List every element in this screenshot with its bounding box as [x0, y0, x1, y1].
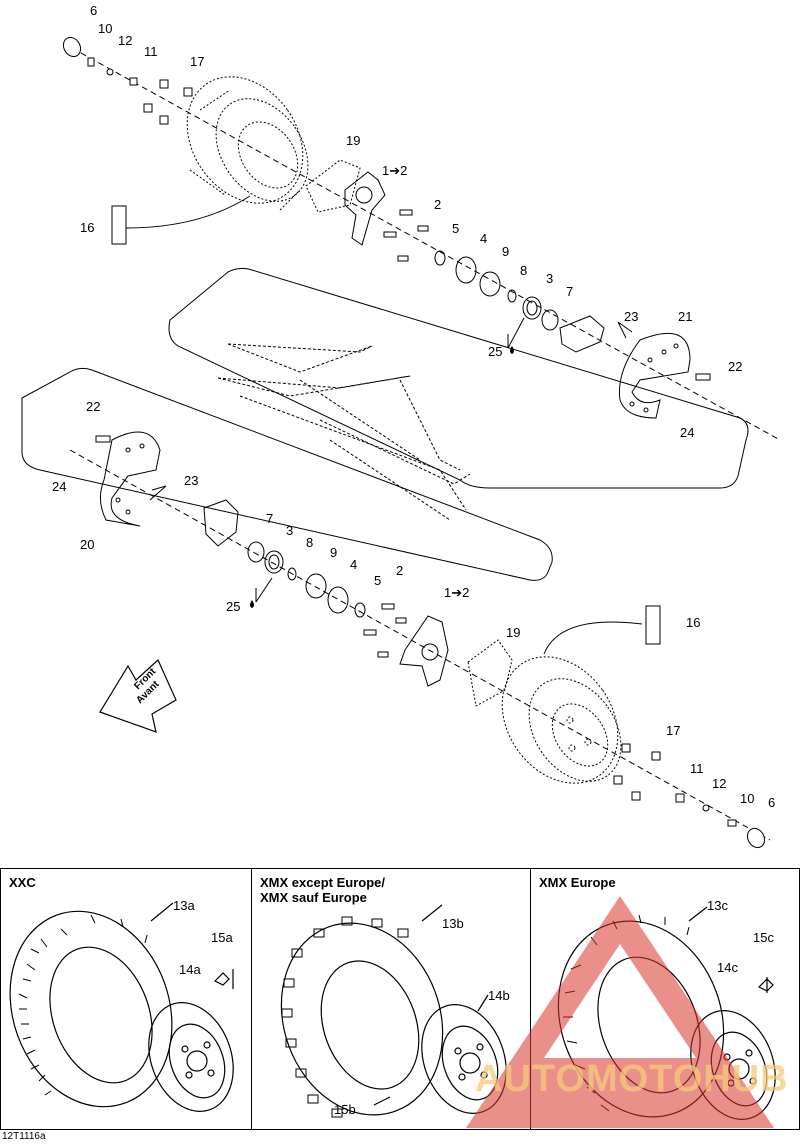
callout-label: 4	[350, 557, 358, 572]
callout-label: 12	[712, 776, 727, 791]
callout-label: 5	[374, 573, 382, 588]
callout-label: 7	[266, 511, 274, 526]
lower-group-outline	[21, 367, 553, 581]
callout-label: 7	[566, 284, 574, 299]
callout-label: 23	[624, 309, 639, 324]
callout-label: 6	[768, 795, 776, 810]
panel-title: XXC	[9, 875, 36, 890]
callout-label: 16	[686, 615, 701, 630]
callout-label: 24	[52, 479, 67, 494]
tire-label: 13a	[173, 898, 195, 913]
grease-drop-icon	[250, 600, 254, 608]
grease-drop-icon	[510, 346, 514, 354]
exploded-parts-diagram: Front Avant	[21, 36, 781, 849]
callout-label: 21	[678, 309, 693, 324]
upper-hub	[559, 315, 605, 353]
callout-label: 17	[666, 723, 681, 738]
upper-brake-plate	[305, 159, 361, 213]
upper-group-outline	[168, 267, 749, 489]
watermark-text: AUTOMOTOHUB	[475, 1058, 789, 1100]
tire-rim-drawing	[9, 902, 234, 1112]
callout-label: 10	[98, 21, 113, 36]
callout-label: 12	[118, 33, 133, 48]
lower-knuckle	[399, 615, 449, 687]
callout-label: 25	[226, 599, 241, 614]
tire-label: 13c	[707, 898, 728, 913]
callout-label: 19	[506, 625, 521, 640]
callout-label: 2	[434, 197, 442, 212]
callout-label: 3	[546, 271, 554, 286]
callout-label: 4	[480, 231, 488, 246]
callout-label: 6	[90, 3, 98, 18]
callout-label: 22	[728, 359, 743, 374]
callout-label: 16	[80, 220, 95, 235]
callout-label: 24	[680, 425, 695, 440]
valve-label: 15a	[211, 930, 233, 945]
panel-xmx-except-europe: XMX except Europe/ XMX sauf Europe 13b 1…	[251, 868, 531, 1130]
callout-label: 9	[330, 545, 338, 560]
upper-rim-drawing	[186, 76, 309, 211]
callout-label: 1➔2	[444, 585, 470, 600]
callout-label: 10	[740, 791, 755, 806]
callout-label: 9	[502, 244, 510, 259]
callout-label: 17	[190, 54, 205, 69]
callout-label: 5	[452, 221, 460, 236]
lower-hub	[203, 499, 239, 547]
callout-label: 8	[306, 535, 314, 550]
callout-label: 8	[520, 263, 528, 278]
callout-label: 11	[690, 761, 704, 776]
figure-code: 12T1116a	[2, 1131, 46, 1142]
valve-label: 15b	[334, 1102, 356, 1117]
callout-label: 19	[346, 133, 361, 148]
callout-label: 25	[488, 344, 503, 359]
upper-brake-disc	[618, 332, 691, 419]
rim-label: 14a	[179, 962, 201, 977]
upper-knuckle	[344, 171, 386, 246]
panel-title: XMX Europe	[539, 875, 616, 890]
callout-label: 1➔2	[382, 163, 408, 178]
callout-label: 3	[286, 523, 294, 538]
valve-label: 15c	[753, 930, 774, 945]
callout-label: 20	[80, 537, 95, 552]
lower-brake-plate	[467, 639, 513, 707]
rim-label: 14c	[717, 960, 738, 975]
rim-label: 14b	[488, 988, 510, 1003]
callout-label: 22	[86, 399, 101, 414]
a-arm-assembly	[217, 343, 471, 521]
callout-label: 23	[184, 473, 199, 488]
tire-label: 13b	[442, 916, 464, 931]
panel-xxc: XXC 13a 14a 15a	[0, 868, 252, 1130]
front-arrow-icon: Front Avant	[99, 659, 177, 733]
panel-title: XMX except Europe/ XMX sauf Europe	[260, 875, 385, 905]
callout-label: 2	[396, 563, 404, 578]
callout-label: 11	[144, 44, 158, 59]
lower-brake-disc	[100, 431, 161, 527]
lower-rim-drawing	[501, 656, 622, 784]
